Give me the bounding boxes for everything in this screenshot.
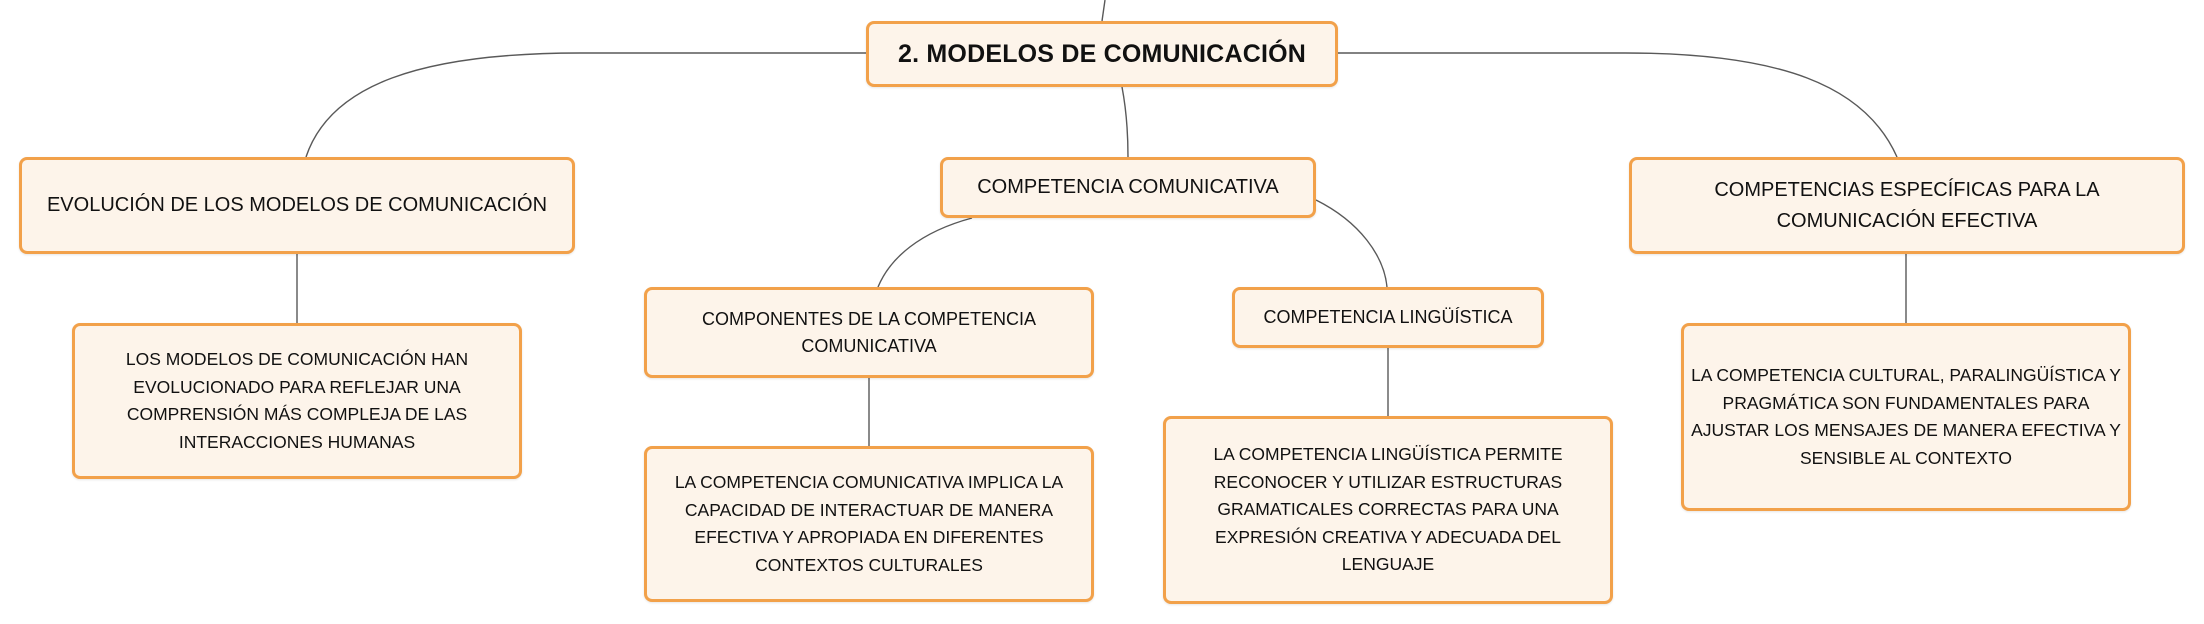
topic-evolution-label: EVOLUCIÓN DE LOS MODELOS DE COMUNICACIÓN — [46, 194, 548, 216]
connector-competence-to-linguistic — [1315, 199, 1388, 288]
connector-central-to-competence — [1121, 86, 1129, 158]
detail-linguistic-competence[interactable]: LA COMPETENCIA LINGÜÍSTICA PERMITE RECON… — [1163, 416, 1613, 604]
subtopic-components-label: COMPONENTES DE LA COMPETENCIA COMUNICATI… — [701, 308, 1037, 356]
subtopic-linguistic-label: COMPETENCIA LINGÜÍSTICA — [1263, 307, 1513, 327]
detail-linguistic-text: LA COMPETENCIA LINGÜÍSTICA PERMITE RECON… — [1213, 444, 1563, 575]
topic-communicative-competence[interactable]: COMPETENCIA COMUNICATIVA — [940, 157, 1316, 218]
detail-specific-competences[interactable]: LA COMPETENCIA CULTURAL, PARALINGÜÍSTICA… — [1681, 323, 2131, 511]
subtopic-components[interactable]: COMPONENTES DE LA COMPETENCIA COMUNICATI… — [644, 287, 1094, 378]
topic-specific-label: COMPETENCIAS ESPECÍFICAS PARA LA COMUNIC… — [1714, 178, 2100, 232]
connector-central-to-evolution — [305, 52, 866, 158]
connector-competence-to-components — [877, 217, 973, 288]
topic-competence-label: COMPETENCIA COMUNICATIVA — [977, 176, 1279, 198]
subtopic-linguistic-competence[interactable]: COMPETENCIA LINGÜÍSTICA — [1232, 287, 1544, 348]
connector-central-to-specific — [1338, 52, 1898, 158]
topic-specific-competences[interactable]: COMPETENCIAS ESPECÍFICAS PARA LA COMUNIC… — [1629, 157, 2185, 254]
detail-specific-text: LA COMPETENCIA CULTURAL, PARALINGÜÍSTICA… — [1691, 365, 2121, 468]
connector-top-stub — [1101, 0, 1106, 22]
detail-evolution[interactable]: LOS MODELOS DE COMUNICACIÓN HAN EVOLUCIO… — [72, 323, 522, 479]
detail-communicative-competence[interactable]: LA COMPETENCIA COMUNICATIVA IMPLICA LA C… — [644, 446, 1094, 602]
topic-evolution-of-models[interactable]: EVOLUCIÓN DE LOS MODELOS DE COMUNICACIÓN — [19, 157, 575, 254]
detail-communicative-text: LA COMPETENCIA COMUNICATIVA IMPLICA LA C… — [674, 472, 1064, 575]
central-topic[interactable]: 2. MODELOS DE COMUNICACIÓN — [866, 21, 1338, 87]
central-topic-label: 2. MODELOS DE COMUNICACIÓN — [898, 39, 1306, 68]
detail-evolution-text: LOS MODELOS DE COMUNICACIÓN HAN EVOLUCIO… — [125, 349, 469, 452]
